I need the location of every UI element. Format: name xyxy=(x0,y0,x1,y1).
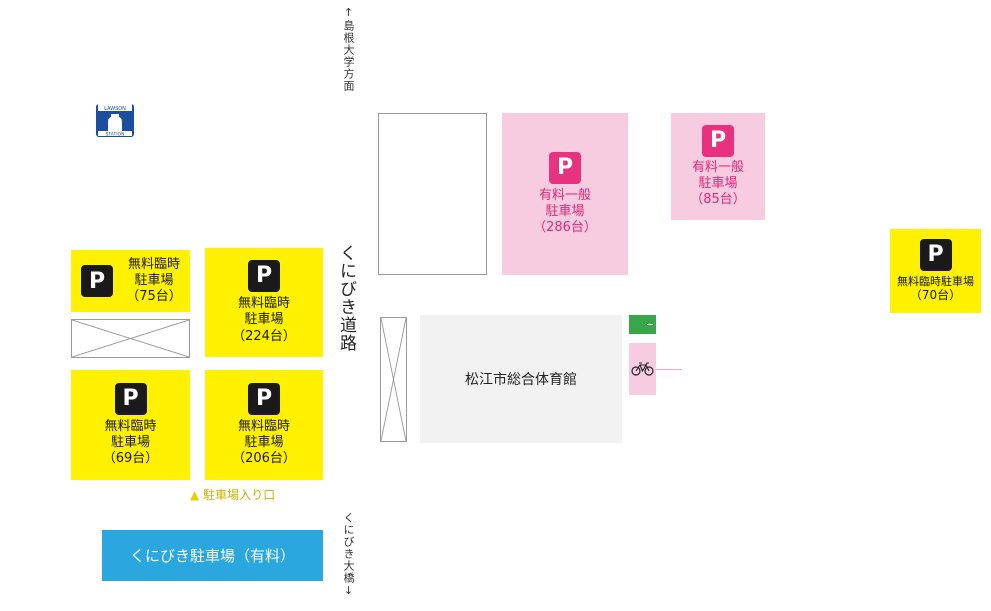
bicycle-icon xyxy=(631,362,654,376)
lawson-station-icon: LAWSON STATION xyxy=(94,100,136,140)
lawson-text-bottom: STATION xyxy=(106,132,125,138)
parking-p-icon: P xyxy=(919,238,952,271)
parking-entrance-label: ▲ 駐車場入り口 xyxy=(190,488,276,502)
entrance-triangle-icon: ▲ xyxy=(190,488,200,502)
free-parking-lot-69: P 無料臨時 駐車場 （69台） xyxy=(71,370,190,480)
paid-parking-lot-85: P 有料一般 駐車場 （85台） xyxy=(671,113,765,220)
free-parking-lot-224: P 無料臨時 駐車場 （224台） xyxy=(205,248,323,357)
parking-p-icon: P xyxy=(114,382,147,415)
south-direction-label: くにびき大橋↓ xyxy=(342,512,355,598)
paid-parking-lot-286: P 有料一般 駐車場 （286台） xyxy=(502,113,628,275)
building-outline xyxy=(378,113,487,275)
north-direction-label: ↑島根大学方面 xyxy=(342,6,355,92)
unavailable-area-narrow xyxy=(380,317,407,442)
south-arrow: ↓ xyxy=(342,584,355,598)
free-parking-lot-206: P 無料臨時 駐車場 （206台） xyxy=(205,370,323,480)
kunibiki-paid-parking: くにびき駐車場（有料） xyxy=(102,530,323,581)
free-parking-lot-70: P 無料臨時駐車場 （70台） xyxy=(890,229,981,313)
road-name-kunibiki: くにびき道路 xyxy=(336,244,356,352)
north-arrow: ↑ xyxy=(342,6,355,20)
free-parking-lot-75: P 無料臨時 駐車場 （75台） xyxy=(71,250,190,312)
bicycle-parking xyxy=(629,343,656,395)
parking-p-icon: P xyxy=(248,382,280,415)
green-entrance-marker xyxy=(629,315,656,334)
parking-p-icon: P xyxy=(248,260,280,293)
parking-p-icon: P xyxy=(702,124,734,157)
parking-p-icon: P xyxy=(549,151,581,184)
unavailable-area-left xyxy=(71,319,190,358)
matsue-city-gymnasium: 松江市総合体育館 xyxy=(420,315,622,443)
free-lot-75-text: 無料臨時 駐車場 （75台） xyxy=(126,256,182,305)
lawson-text-top: LAWSON xyxy=(104,106,126,112)
parking-p-icon: P xyxy=(81,265,113,297)
bicycle-pointer-line xyxy=(656,369,682,370)
